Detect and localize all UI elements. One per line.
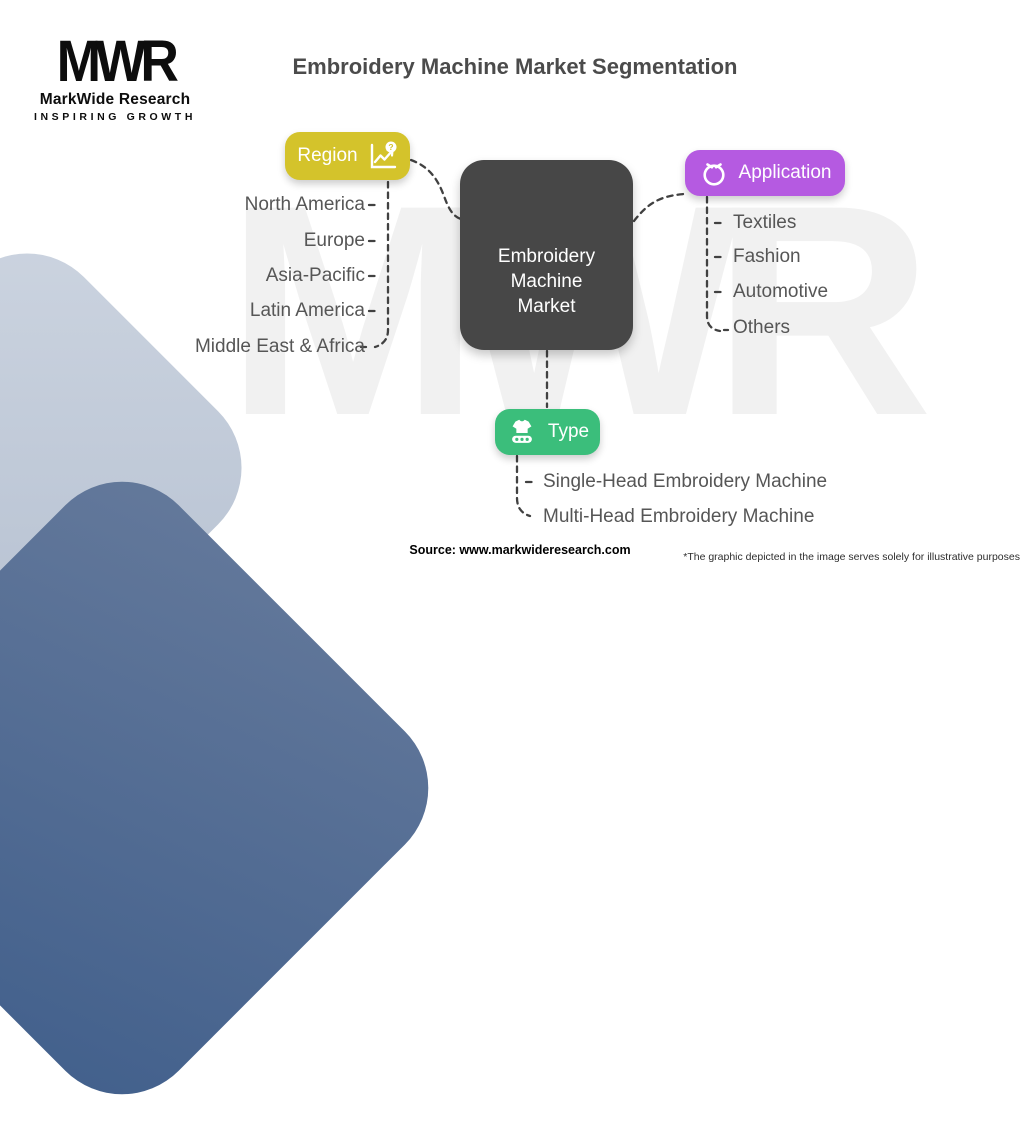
region-item-asia-pacific: Asia-Pacific (60, 265, 365, 287)
center-line: Embroidery (498, 244, 595, 269)
application-badge-label: Application (739, 162, 832, 184)
region-item-latin-america: Latin America (60, 300, 365, 322)
application-item-automotive: Automotive (733, 281, 828, 303)
embroidery-machine-icon (506, 417, 538, 447)
svg-text:?: ? (388, 142, 393, 152)
center-line: Market (517, 294, 575, 319)
stopwatch-icon (699, 158, 729, 188)
application-badge: Application (685, 150, 845, 196)
application-item-others: Others (733, 317, 790, 339)
disclaimer-text: *The graphic depicted in the image serve… (640, 551, 1024, 563)
center-line: Machine (511, 269, 583, 294)
type-badge: Type (495, 409, 600, 455)
type-item-single-head: Single-Head Embroidery Machine (543, 471, 827, 493)
logo-tagline: INSPIRING GROWTH (30, 111, 200, 123)
region-badge-label: Region (297, 145, 357, 167)
type-item-multi-head: Multi-Head Embroidery Machine (543, 506, 814, 528)
region-item-north-america: North America (60, 194, 365, 216)
region-item-middle-east-africa: Middle East & Africa (60, 336, 365, 358)
application-item-fashion: Fashion (733, 246, 801, 268)
type-badge-label: Type (548, 421, 589, 443)
region-badge: Region ? (285, 132, 410, 180)
application-item-textiles: Textiles (733, 212, 796, 234)
central-node-embroidery-machine-market: Embroidery Machine Market (460, 160, 633, 350)
page-title: Embroidery Machine Market Segmentation (140, 54, 890, 80)
chart-question-icon: ? (368, 141, 398, 171)
region-item-europe: Europe (60, 230, 365, 252)
